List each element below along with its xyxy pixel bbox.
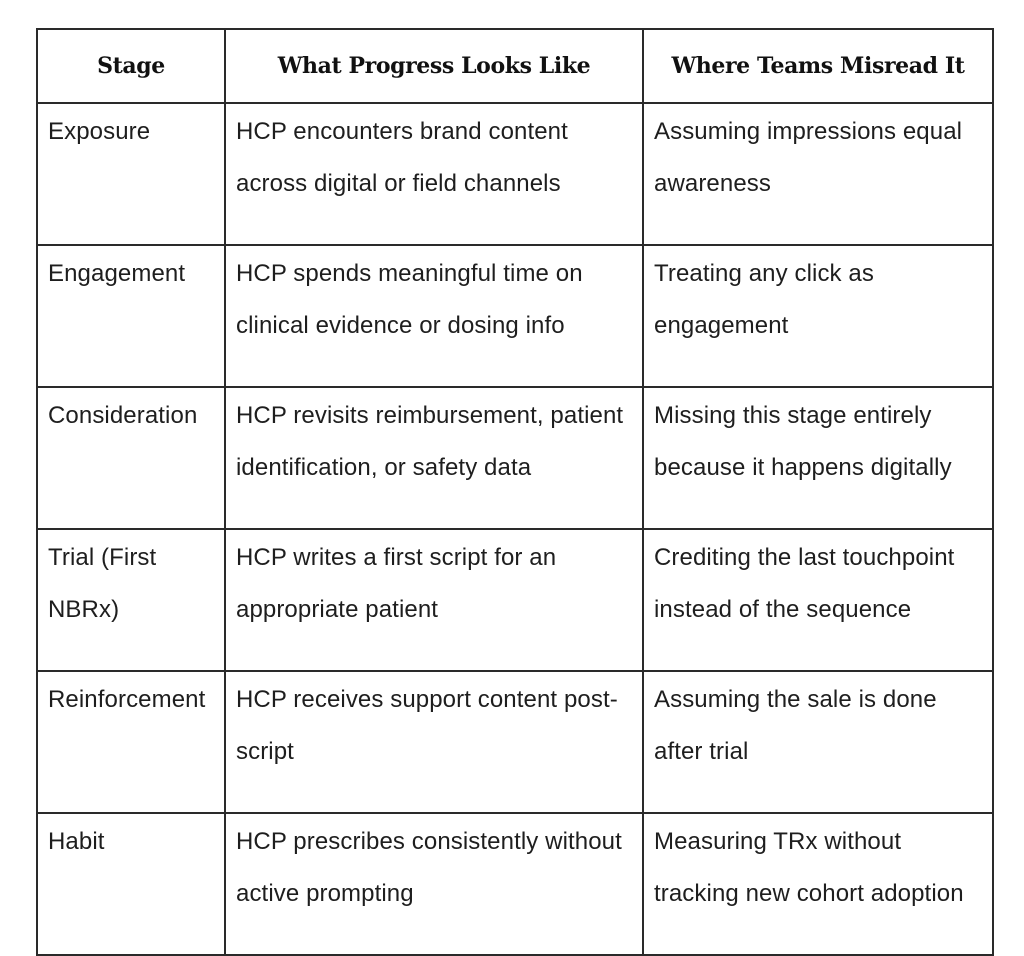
table-row: Reinforcement HCP receives support conte… bbox=[36, 670, 994, 814]
cell-text: Crediting the last touchpoint instead of… bbox=[654, 544, 955, 623]
cell-text: Habit bbox=[48, 828, 105, 855]
table-row: Consideration HCP revisits reimbursement… bbox=[36, 386, 994, 530]
cell-progress: HCP revisits reimbursement, patient iden… bbox=[224, 386, 644, 530]
cell-stage: Reinforcement bbox=[36, 670, 226, 814]
cell-stage: Exposure bbox=[36, 102, 226, 246]
cell-progress: HCP encounters brand content across digi… bbox=[224, 102, 644, 246]
header-row: Stage What Progress Looks Like Where Tea… bbox=[36, 28, 994, 104]
cell-stage: Habit bbox=[36, 812, 226, 956]
cell-misread: Measuring TRx without tracking new cohor… bbox=[642, 812, 994, 956]
cell-progress: HCP prescribes consistently without acti… bbox=[224, 812, 644, 956]
cell-misread: Crediting the last touchpoint instead of… bbox=[642, 528, 994, 672]
cell-stage: Engagement bbox=[36, 244, 226, 388]
cell-text: HCP encounters brand content across digi… bbox=[236, 118, 568, 197]
cell-text: Measuring TRx without tracking new cohor… bbox=[654, 828, 964, 907]
cell-misread: Treating any click as engagement bbox=[642, 244, 994, 388]
cell-progress: HCP spends meaningful time on clinical e… bbox=[224, 244, 644, 388]
cell-text: HCP revisits reimbursement, patient iden… bbox=[236, 402, 624, 481]
header-where-teams-misread-it: Where Teams Misread It bbox=[642, 28, 994, 104]
cell-text: Reinforcement bbox=[48, 686, 206, 713]
cell-text: Consideration bbox=[48, 402, 198, 429]
cell-misread: Assuming impressions equal awareness bbox=[642, 102, 994, 246]
cell-text: Assuming impressions equal awareness bbox=[654, 118, 963, 197]
cell-text: Engagement bbox=[48, 260, 186, 287]
table-body: Exposure HCP encounters brand content ac… bbox=[36, 102, 994, 956]
table-header: Stage What Progress Looks Like Where Tea… bbox=[36, 28, 994, 104]
cell-misread: Assuming the sale is done after trial bbox=[642, 670, 994, 814]
cell-text: HCP spends meaningful time on clinical e… bbox=[236, 260, 583, 339]
cell-text: HCP writes a first script for an appropr… bbox=[236, 544, 557, 623]
cell-progress: HCP receives support content post-script bbox=[224, 670, 644, 814]
cell-text: Trial (First NBRx) bbox=[48, 544, 157, 623]
cell-text: HCP receives support content post-script bbox=[236, 686, 618, 765]
cell-stage: Consideration bbox=[36, 386, 226, 530]
cell-text: Assuming the sale is done after trial bbox=[654, 686, 937, 765]
cell-text: Treating any click as engagement bbox=[654, 260, 874, 339]
cell-text: Missing this stage entirely because it h… bbox=[654, 402, 952, 481]
table-row: Trial (First NBRx) HCP writes a first sc… bbox=[36, 528, 994, 672]
table-row: Engagement HCP spends meaningful time on… bbox=[36, 244, 994, 388]
stage-table-container: Stage What Progress Looks Like Where Tea… bbox=[36, 28, 994, 956]
stage-table: Stage What Progress Looks Like Where Tea… bbox=[36, 28, 994, 956]
header-stage: Stage bbox=[36, 28, 226, 104]
cell-stage: Trial (First NBRx) bbox=[36, 528, 226, 672]
header-what-progress-looks-like: What Progress Looks Like bbox=[224, 28, 644, 104]
table-row: Habit HCP prescribes consistently withou… bbox=[36, 812, 994, 956]
cell-misread: Missing this stage entirely because it h… bbox=[642, 386, 994, 530]
cell-progress: HCP writes a first script for an appropr… bbox=[224, 528, 644, 672]
table-row: Exposure HCP encounters brand content ac… bbox=[36, 102, 994, 246]
cell-text: Exposure bbox=[48, 118, 151, 145]
cell-text: HCP prescribes consistently without acti… bbox=[236, 828, 622, 907]
